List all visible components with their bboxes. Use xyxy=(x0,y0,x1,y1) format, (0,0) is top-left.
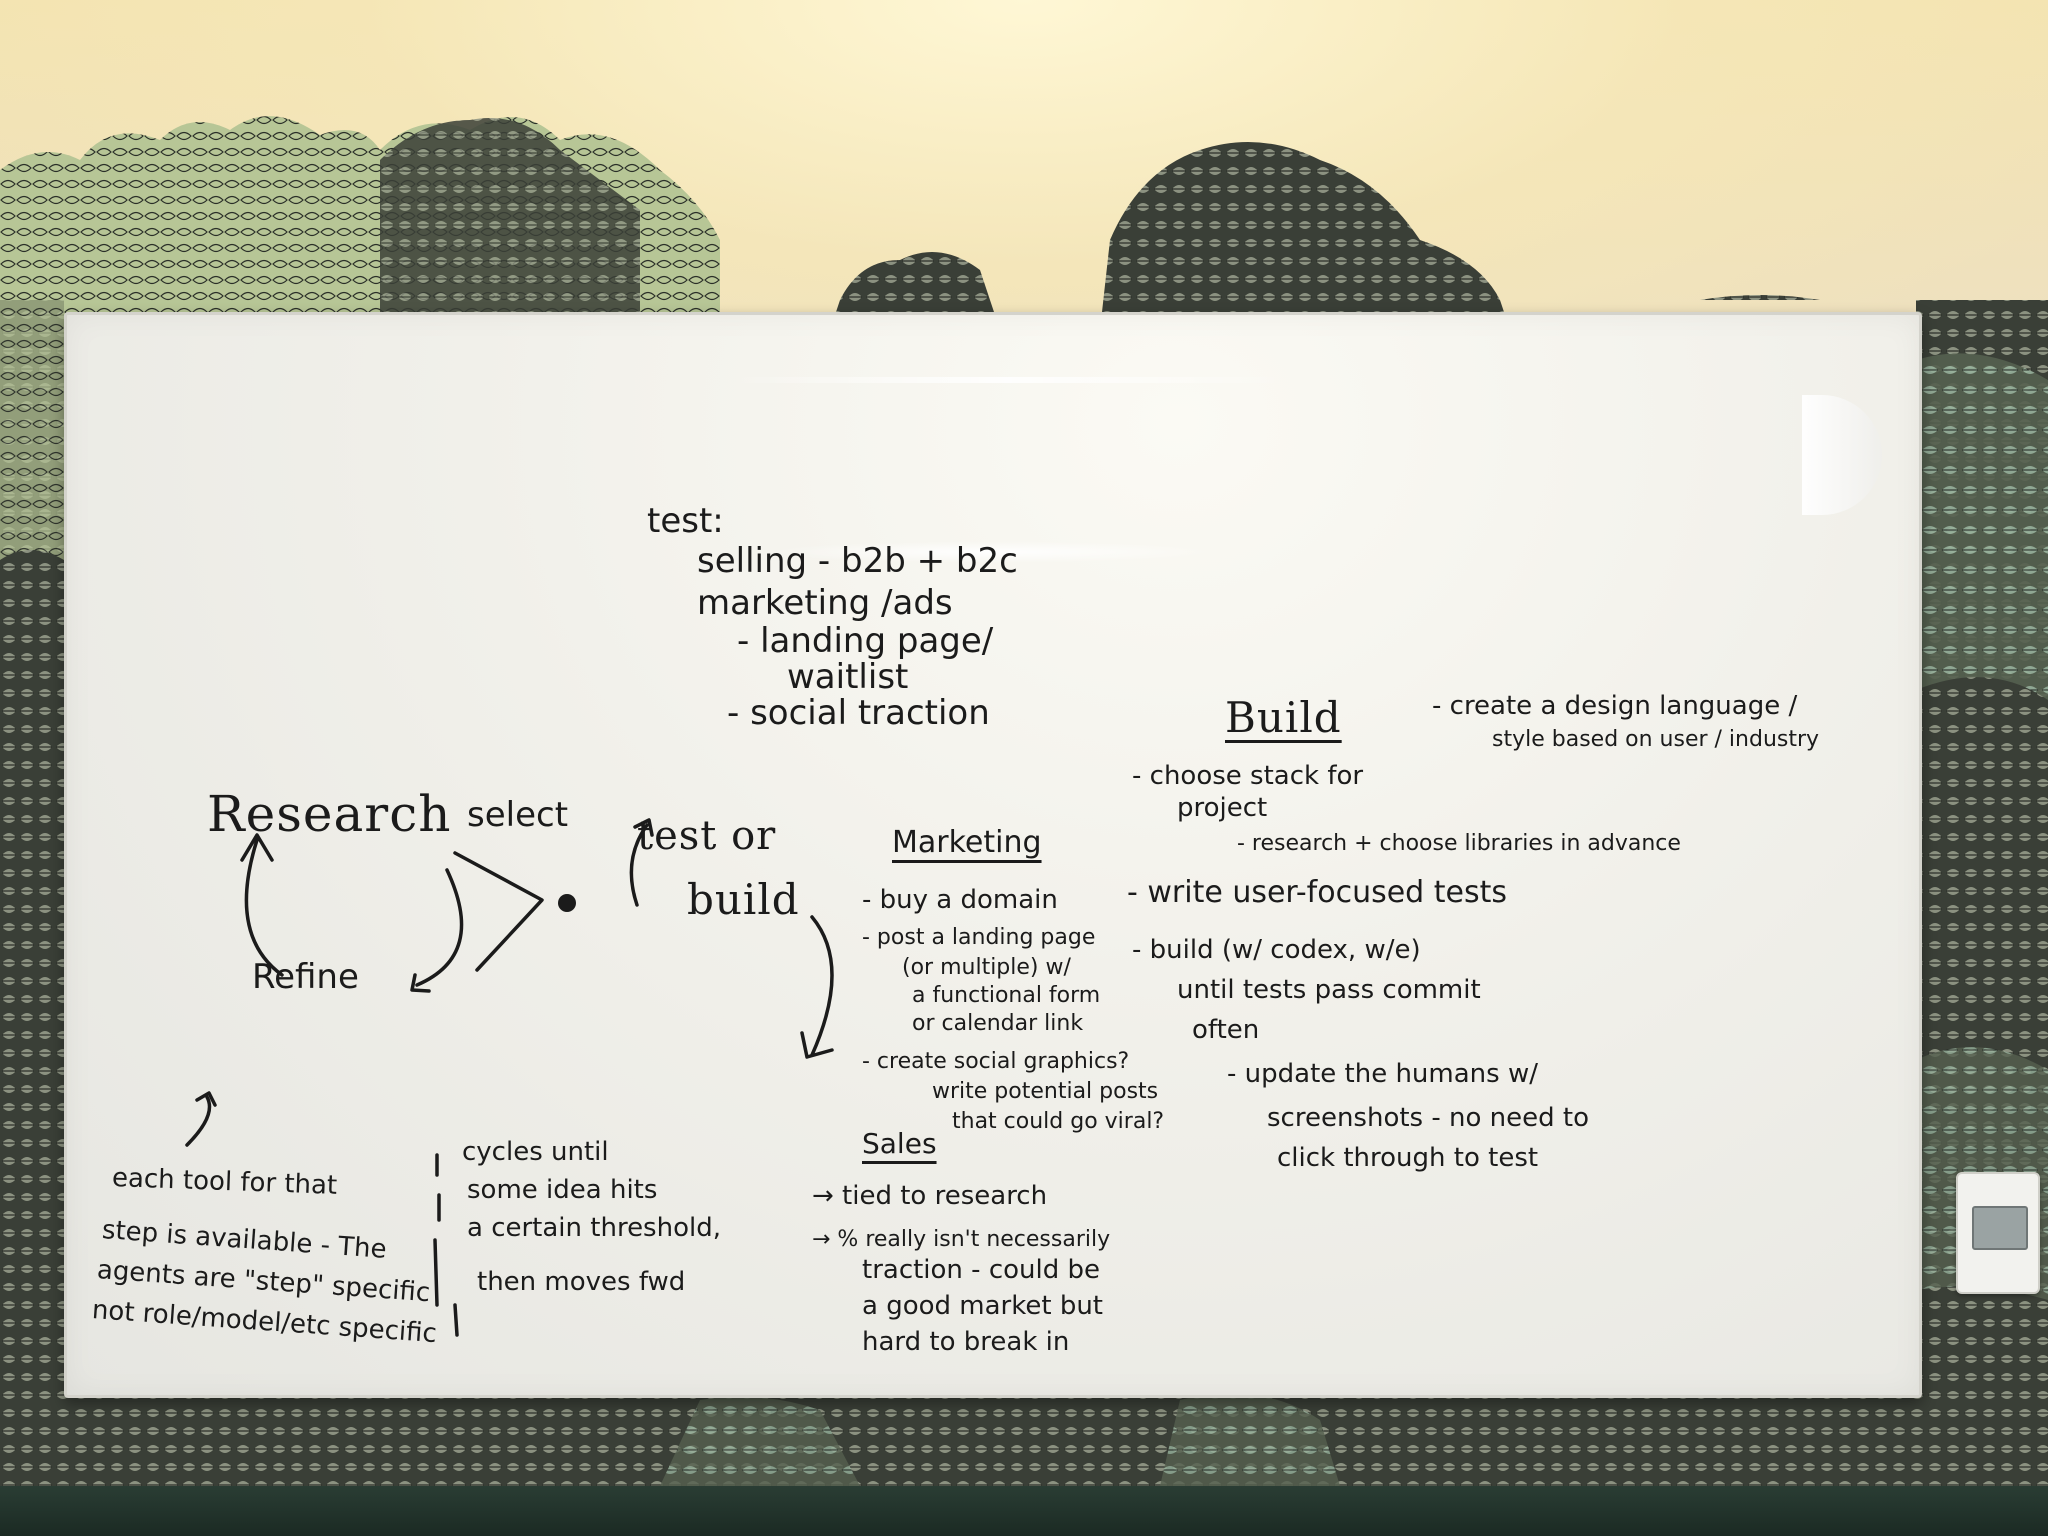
cycles-line: then moves fwd xyxy=(477,1267,686,1297)
test-item: marketing /ads xyxy=(697,583,953,623)
build-item: project xyxy=(1177,793,1268,823)
sales-heading: Sales xyxy=(862,1127,937,1160)
marketing-heading: Marketing xyxy=(892,825,1042,860)
sales-item: → % really isn't necessarily xyxy=(812,1227,1111,1252)
sales-item: → tied to research xyxy=(812,1181,1048,1211)
arrow-to-test-head xyxy=(633,818,654,837)
build-item: - write user-focused tests xyxy=(1127,875,1507,910)
divider-line xyxy=(433,1153,459,1337)
sales-item: hard to break in xyxy=(862,1327,1070,1357)
cycles-line: cycles until xyxy=(462,1137,609,1167)
build-item: until tests pass commit xyxy=(1177,975,1481,1005)
marketing-item: that could go viral? xyxy=(952,1109,1165,1134)
build-side-note: style based on user / industry xyxy=(1492,727,1820,752)
build-word-label: build xyxy=(687,875,800,924)
build-item: - research + choose libraries in advance xyxy=(1237,831,1681,856)
marketing-item: - create social graphics? xyxy=(862,1049,1130,1074)
test-heading: test: xyxy=(647,501,724,541)
select-dot xyxy=(558,894,576,912)
select-label: select xyxy=(467,795,569,835)
arrow-to-test xyxy=(629,823,649,907)
marketing-item: write potential posts xyxy=(932,1079,1159,1104)
build-side-note: - create a design language / xyxy=(1432,691,1798,721)
build-item: click through to test xyxy=(1277,1143,1539,1173)
marketing-item: - post a landing page xyxy=(862,925,1096,950)
sales-item: a good market but xyxy=(862,1291,1103,1321)
build-item: - update the humans w/ xyxy=(1227,1059,1538,1089)
build-item: - build (w/ codex, w/e) xyxy=(1132,935,1421,965)
test-item: - landing page/ xyxy=(737,621,994,661)
thermostat-screen xyxy=(1972,1206,2028,1250)
build-item: often xyxy=(1192,1015,1260,1045)
whiteboard: test: selling - b2b + b2c marketing /ads… xyxy=(64,312,1922,1398)
arrow-to-marketing-head xyxy=(800,1031,834,1059)
thermostat xyxy=(1956,1172,2040,1294)
build-item: screenshots - no need to xyxy=(1267,1103,1590,1133)
arrow-to-refine xyxy=(185,1095,212,1147)
research-label: Research xyxy=(207,785,452,843)
cycle-arrow-right-head xyxy=(410,973,431,993)
arrow-to-refine-head xyxy=(195,1091,217,1107)
shelf-ledge xyxy=(0,1486,2048,1536)
test-item: selling - b2b + b2c xyxy=(697,541,1018,581)
arrow-to-marketing xyxy=(810,915,834,1057)
test-or-label: test or xyxy=(637,813,777,859)
marketing-item: (or multiple) w/ xyxy=(902,955,1071,980)
sales-item: traction - could be xyxy=(862,1255,1100,1285)
cycles-line: some idea hits xyxy=(467,1175,658,1205)
marker-drawing xyxy=(185,818,834,1337)
build-item: - choose stack for xyxy=(1132,761,1364,791)
marketing-item: a functional form xyxy=(912,983,1101,1008)
light-reflection xyxy=(727,377,1287,383)
cycle-arrow-right xyxy=(415,868,464,987)
select-chevron xyxy=(453,851,544,972)
cycle-arrow-left-head xyxy=(240,833,274,862)
cycles-line: a certain threshold, xyxy=(467,1213,721,1243)
test-item: - social traction xyxy=(727,693,990,733)
marketing-item: - buy a domain xyxy=(862,885,1058,915)
light-reflection-oval xyxy=(767,541,1217,563)
test-item: waitlist xyxy=(787,657,909,697)
cycle-arrow-left xyxy=(244,838,284,977)
marketing-item: or calendar link xyxy=(912,1011,1084,1036)
refine-label: Refine xyxy=(252,957,359,997)
build-heading: Build xyxy=(1225,693,1342,742)
